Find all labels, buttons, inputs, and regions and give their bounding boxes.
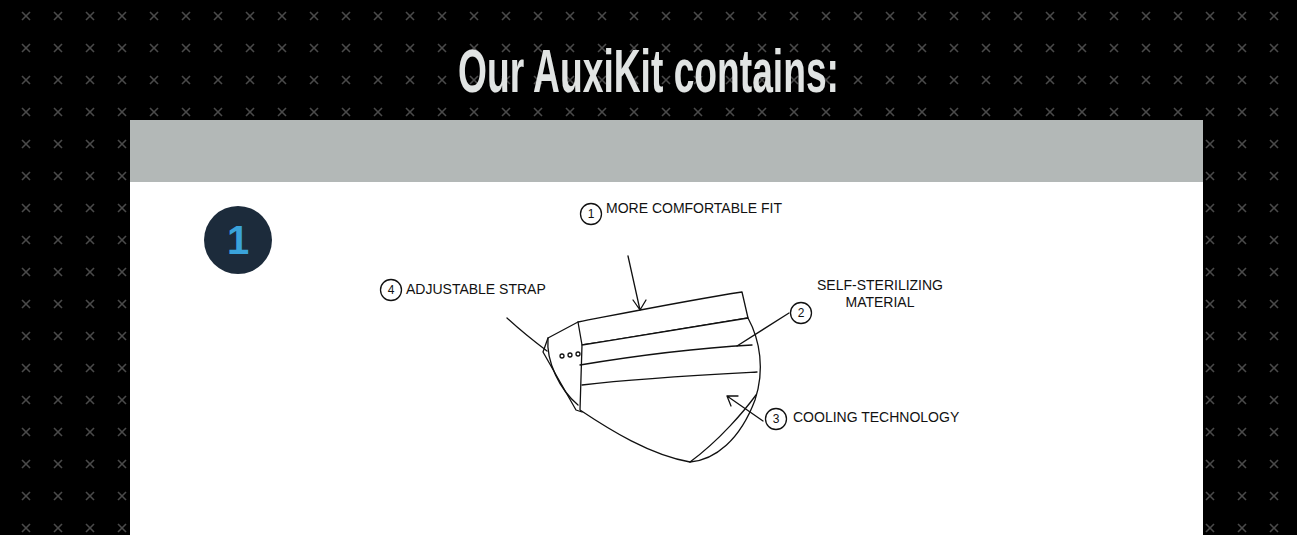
strap-hole (568, 353, 572, 357)
badge-number: 1 (227, 218, 249, 262)
mask-side (543, 322, 582, 412)
callout-circle (791, 303, 812, 324)
page-title: Our AuxiKit contains: (259, 38, 1037, 104)
leader-line (737, 313, 789, 346)
mask-pleat (582, 372, 757, 385)
mask-strap (548, 338, 578, 405)
callout-number: 2 (798, 306, 805, 321)
callout-circle (766, 409, 787, 430)
callout-circle (581, 204, 602, 225)
leader-line (727, 396, 763, 421)
number-badge: 1 (204, 206, 272, 274)
callout-number: 4 (388, 283, 395, 298)
leader-line (507, 318, 547, 351)
part-name: MORE COMFORTABLE FIT (606, 200, 782, 218)
mask-pleat (580, 345, 752, 365)
mask-body (580, 318, 760, 462)
mask-bulge (690, 395, 756, 462)
callout-number: 3 (773, 412, 780, 427)
part-name: ADJUSTABLE STRAP (406, 281, 546, 299)
callout-circle (381, 280, 402, 301)
panel (130, 120, 1203, 535)
callout-number: 1 (588, 207, 595, 222)
mask-sketch (507, 256, 789, 462)
strap-hole (560, 354, 564, 358)
part-name: SELF-STERILIZING MATERIAL (815, 277, 945, 312)
strap-hole (576, 352, 580, 356)
part-name: COOLING TECHNOLOGY (793, 409, 959, 427)
leader-line (628, 256, 646, 310)
panel-header-band (130, 120, 1203, 182)
